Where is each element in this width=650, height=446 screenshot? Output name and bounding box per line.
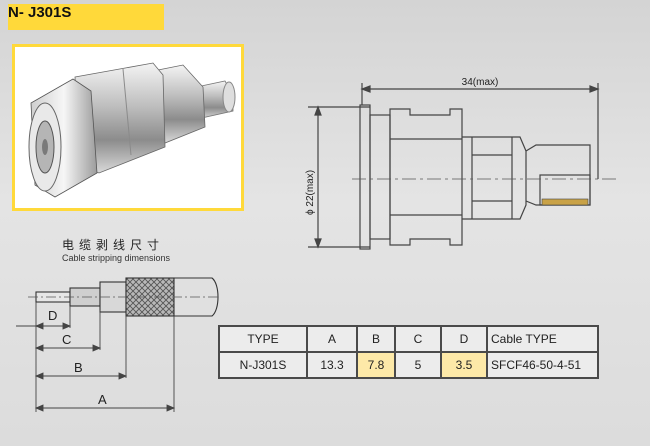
dim-label-b: B <box>74 360 83 375</box>
table-header-row: TYPE A B C D Cable TYPE <box>218 325 599 353</box>
cell-b: 7.8 <box>356 351 396 379</box>
title-bar <box>8 4 164 30</box>
dim-label-a: A <box>98 392 107 407</box>
cell-cable-type: SFCF46-50-4-51 <box>486 351 599 379</box>
cell-type: N-J301S <box>218 351 308 379</box>
header-c: C <box>394 325 442 353</box>
product-photo-frame <box>12 44 244 211</box>
product-photo <box>15 47 241 208</box>
spec-table: TYPE A B C D Cable TYPE N-J301S 13.3 7.8… <box>218 325 599 379</box>
diameter-dimension-label: ϕ 22(max) <box>305 170 316 215</box>
connector-illustration <box>28 62 236 198</box>
header-b: B <box>356 325 396 353</box>
cell-d: 3.5 <box>440 351 488 379</box>
header-cable-type: Cable TYPE <box>486 325 599 353</box>
cable-stripping-drawing: D C B A <box>16 277 220 412</box>
table-row: N-J301S 13.3 7.8 5 3.5 SFCF46-50-4-51 <box>218 351 599 379</box>
header-type: TYPE <box>218 325 308 353</box>
dim-label-d: D <box>48 308 57 323</box>
tail-hatch <box>541 198 589 206</box>
header-d: D <box>440 325 488 353</box>
cell-c: 5 <box>394 351 442 379</box>
connector-dimension-drawing: 34(max) ϕ 22(max) <box>305 77 618 250</box>
header-a: A <box>306 325 358 353</box>
length-dimension-label: 34(max) <box>462 77 499 88</box>
product-title: N- J301S <box>8 4 72 21</box>
cell-a: 13.3 <box>306 351 358 379</box>
stripping-title-cn: 电缆剥线尺寸 <box>62 238 165 252</box>
stripping-title-en: Cable stripping dimensions <box>62 253 171 263</box>
dim-label-c: C <box>62 332 71 347</box>
